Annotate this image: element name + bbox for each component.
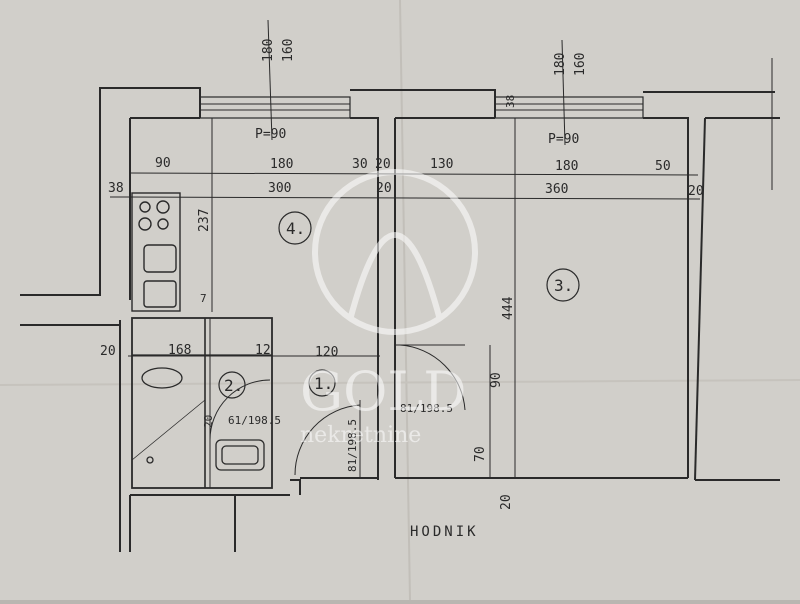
dim-row1-90: 90 bbox=[155, 156, 171, 171]
window-left-height-top: 180 bbox=[261, 39, 276, 62]
kitchen bbox=[131, 192, 181, 312]
paper-fold-vertical bbox=[399, 0, 411, 601]
stove-burner-4 bbox=[157, 218, 169, 230]
dim-row1-20: 20 bbox=[375, 157, 391, 172]
toilet bbox=[141, 367, 183, 389]
dim-lower-20: 20 bbox=[100, 344, 116, 359]
dim-row1-180a: 180 bbox=[270, 157, 293, 172]
wall-entry-jamb bbox=[290, 479, 301, 495]
stove-burner-1 bbox=[139, 201, 151, 213]
room-1-label: 1. bbox=[314, 374, 333, 393]
dim-row1-50: 50 bbox=[655, 159, 671, 174]
stove-burner-3 bbox=[138, 217, 152, 231]
room-labels: 4. 3. 2. 1. bbox=[218, 211, 580, 399]
wall-left-outer bbox=[20, 90, 101, 296]
bathroom-fixtures bbox=[131, 367, 265, 471]
dim-kitchen-237: 237 bbox=[197, 209, 212, 232]
window-sill-dim: 38 bbox=[504, 95, 517, 108]
kitchen-sink bbox=[143, 244, 177, 273]
room-3-label: 3. bbox=[554, 276, 573, 295]
shower-drain bbox=[146, 456, 154, 464]
room-2-circle bbox=[218, 371, 246, 399]
wall-right-outer bbox=[694, 117, 706, 481]
dim-row1-30: 30 bbox=[352, 157, 368, 172]
door-arc-room bbox=[399, 344, 466, 411]
washbasin bbox=[215, 439, 265, 471]
dim-row1-180b: 180 bbox=[555, 159, 578, 174]
watermark-brand: GOLD bbox=[300, 360, 467, 423]
wall-room3-right bbox=[643, 117, 689, 478]
bathroom-outline bbox=[131, 317, 273, 489]
dim-row2-20b: 20 bbox=[688, 184, 704, 199]
room-1-circle bbox=[308, 369, 336, 397]
dim-wall-12: 12 bbox=[255, 343, 271, 358]
door-bath-sill: 20 bbox=[202, 415, 215, 428]
watermark-emblem bbox=[347, 232, 443, 321]
dimension-labels: 180 160 180 160 38 P=90 P=90 90 180 30 2… bbox=[100, 39, 704, 540]
window-right-height-bottom: 160 bbox=[573, 53, 588, 76]
dim-room3-444: 444 bbox=[501, 296, 516, 320]
parapet-left: P=90 bbox=[255, 127, 286, 142]
dim-row2-300: 300 bbox=[268, 181, 291, 196]
window-right-height-top: 180 bbox=[553, 53, 568, 76]
dim-mark-7: 7 bbox=[200, 292, 207, 305]
door-arc-entry bbox=[294, 404, 361, 476]
dim-bath-168: 168 bbox=[168, 343, 191, 358]
walls bbox=[20, 87, 780, 552]
room-2-label: 2. bbox=[224, 376, 243, 395]
dim-line-row2 bbox=[109, 196, 701, 200]
room-4-label: 4. bbox=[286, 219, 305, 238]
window-left bbox=[199, 96, 351, 119]
paper-fold-horizontal bbox=[0, 379, 800, 386]
shower-diagonal bbox=[131, 399, 206, 461]
dim-row2-38: 38 bbox=[108, 181, 124, 196]
watermark: GOLD nekretnine bbox=[300, 169, 478, 448]
dim-door-90: 90 bbox=[489, 372, 504, 388]
room-3-circle bbox=[546, 268, 580, 302]
kitchen-counter bbox=[131, 192, 181, 312]
dim-line-window-left bbox=[267, 19, 273, 141]
dim-row2-20a: 20 bbox=[376, 181, 392, 196]
watermark-ring bbox=[312, 169, 478, 335]
room-4-circle bbox=[278, 211, 312, 245]
window-left-height-bottom: 160 bbox=[281, 39, 296, 62]
door-bath-size: 61/198.5 bbox=[228, 414, 281, 427]
dim-hall-120: 120 bbox=[315, 345, 338, 360]
dim-line-window-right bbox=[561, 39, 566, 146]
dim-row1-130: 130 bbox=[430, 157, 453, 172]
watermark-subtitle: nekretnine bbox=[300, 423, 421, 448]
parapet-right: P=90 bbox=[548, 132, 579, 147]
door-room-size: 81/198.5 bbox=[400, 402, 453, 415]
door-entry-size: 81/198.5 bbox=[346, 419, 359, 472]
washbasin-inner bbox=[221, 445, 259, 465]
stove-burner-2 bbox=[156, 200, 170, 214]
wall-partition-left bbox=[350, 117, 379, 480]
dim-wall-20: 20 bbox=[499, 494, 514, 510]
dimension-lines bbox=[109, 19, 773, 478]
kitchen-sink-2 bbox=[143, 280, 177, 308]
dim-wall-70: 70 bbox=[473, 446, 488, 462]
window-right bbox=[494, 96, 644, 119]
dim-row2-360: 360 bbox=[545, 182, 568, 197]
corridor-label: HODNIK bbox=[410, 524, 479, 540]
